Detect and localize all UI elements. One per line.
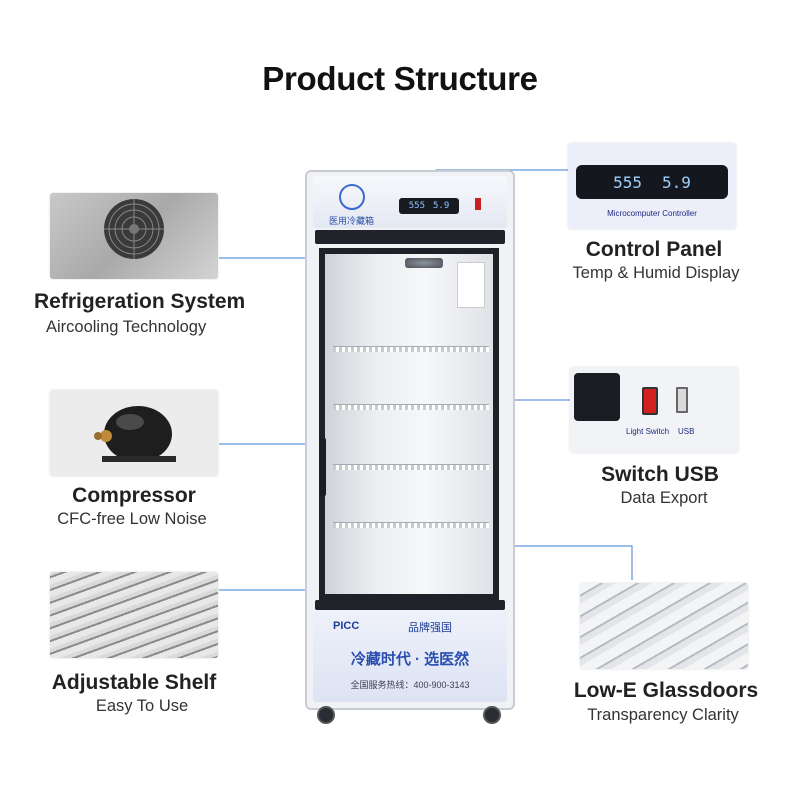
fridge-display-right: 5.9 xyxy=(433,201,450,211)
fridge-shelf xyxy=(333,346,489,352)
control-subtitle: Temp & Humid Display xyxy=(572,264,740,282)
control-title: Control Panel xyxy=(585,238,723,261)
switch-caption-light: Light Switch xyxy=(626,427,670,436)
refrigeration-subtitle: Aircooling Technology xyxy=(46,318,207,336)
page-title: Product Structure xyxy=(262,60,538,97)
shelf-subtitle: Easy To Use xyxy=(95,697,189,715)
fridge-header: 医用冷藏箱 555 5.9 xyxy=(313,176,507,228)
fridge-shelf xyxy=(333,464,489,470)
fridge-handle xyxy=(320,438,326,496)
glass-title: Low-E Glassdoors xyxy=(573,679,759,702)
shelf-photo xyxy=(50,572,218,658)
fridge-switch-icon xyxy=(475,198,481,210)
fridge-illustration: 医用冷藏箱 555 5.9 PICC 品牌强国 冷藏时代 · 选医然 全国服务热… xyxy=(305,170,515,724)
control-photo-caption: Microcomputer Controller xyxy=(607,209,697,218)
switch-caption-usb: USB xyxy=(678,427,695,436)
glass-subtitle: Transparency Clarity xyxy=(587,706,739,724)
fridge-brand-right: 品牌强国 xyxy=(408,622,452,634)
control-display-right: 5.9 xyxy=(662,172,691,192)
fridge-shelf xyxy=(333,404,489,410)
fridge-header-text: 医用冷藏箱 xyxy=(329,216,375,226)
fridge-base-panel: PICC 品牌强国 冷藏时代 · 选医然 全国服务热线：400-900-3143 xyxy=(313,610,507,702)
fridge-glass-door xyxy=(319,248,499,600)
usb-port-icon xyxy=(676,387,688,413)
compressor-icon xyxy=(94,406,176,462)
switch-photo: Light Switch USB xyxy=(570,367,738,453)
light-switch-icon xyxy=(642,387,658,415)
fridge-top-bar xyxy=(315,230,505,244)
refrigeration-photo xyxy=(50,193,218,279)
fridge-wheel xyxy=(483,706,501,724)
control-photo: 555 5.9 Microcomputer Controller xyxy=(568,143,736,229)
fridge-fan-icon xyxy=(405,258,443,268)
shelf-title: Adjustable Shelf xyxy=(51,671,217,694)
fridge-bottom-bar xyxy=(315,600,505,610)
control-display-left: 555 xyxy=(613,172,642,192)
switch-title: Switch USB xyxy=(601,463,719,486)
fridge-slogan: 冷藏时代 · 选医然 xyxy=(350,651,470,668)
fridge-hotline: 全国服务热线：400-900-3143 xyxy=(350,680,470,690)
fridge-controller: 555 5.9 xyxy=(399,198,459,214)
fridge-wheel xyxy=(317,706,335,724)
fridge-label-sticker xyxy=(457,262,485,308)
compressor-photo xyxy=(50,390,218,476)
glass-photo xyxy=(580,583,748,669)
compressor-subtitle: CFC-free Low Noise xyxy=(57,510,207,528)
fridge-logo-icon xyxy=(339,184,365,210)
fridge-brand-left: PICC xyxy=(333,620,360,632)
switch-subtitle: Data Export xyxy=(620,489,708,507)
fan-icon xyxy=(104,199,164,259)
fridge-display-left: 555 xyxy=(408,201,425,211)
fridge-shelf xyxy=(333,522,489,528)
refrigeration-title: Refrigeration System xyxy=(34,290,246,313)
usb-module xyxy=(574,373,620,421)
compressor-title: Compressor xyxy=(72,484,196,507)
controller-display: 555 5.9 xyxy=(576,165,728,199)
